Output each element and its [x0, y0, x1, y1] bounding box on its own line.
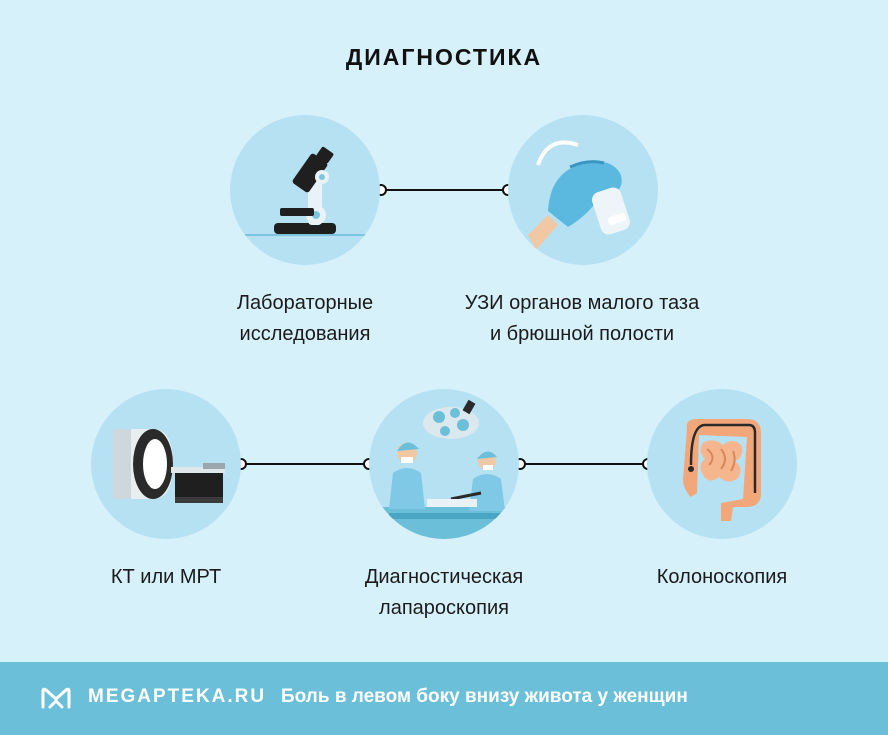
- label-line: КТ или МРТ: [110, 566, 222, 588]
- label-line: исследования: [239, 323, 371, 345]
- microscope-icon: [238, 146, 372, 236]
- node-laparo-circle: [369, 389, 519, 539]
- page-title: ДИАГНОСТИКА: [345, 44, 543, 70]
- footer-bar: [0, 662, 888, 735]
- article-title: Боль в левом боку внизу живота у женщин: [281, 686, 688, 707]
- label-line: Диагностическая: [364, 566, 524, 588]
- node-uzi-label: УЗИ органов малого таза и брюшной полост…: [412, 288, 752, 350]
- node-uzi-circle: [508, 115, 658, 265]
- node-colono-label: Колоноскопия: [612, 562, 832, 593]
- label-line: УЗИ органов малого таза: [464, 292, 700, 314]
- intestine-icon: [683, 419, 761, 521]
- node-lab-label: Лабораторные исследования: [190, 288, 420, 350]
- ultrasound-probe-icon: [528, 140, 630, 250]
- node-laparo-label: Диагностическая лапароскопия: [324, 562, 564, 624]
- label-line: лапароскопия: [379, 597, 509, 619]
- brand-link[interactable]: MEGAPTEKA.RU: [88, 686, 267, 707]
- label-line: Колоноскопия: [656, 566, 788, 588]
- surgeons-icon: [369, 399, 519, 539]
- node-lab-circle: [230, 115, 380, 265]
- node-colono-circle: [647, 389, 797, 539]
- node-kt-label: КТ или МРТ: [66, 562, 266, 593]
- mri-scanner-icon: [113, 429, 225, 503]
- label-line: и брюшной полости: [489, 323, 675, 345]
- node-kt-circle: [91, 389, 241, 539]
- label-line: Лабораторные: [236, 292, 374, 314]
- megapteka-logo-icon[interactable]: [40, 686, 72, 710]
